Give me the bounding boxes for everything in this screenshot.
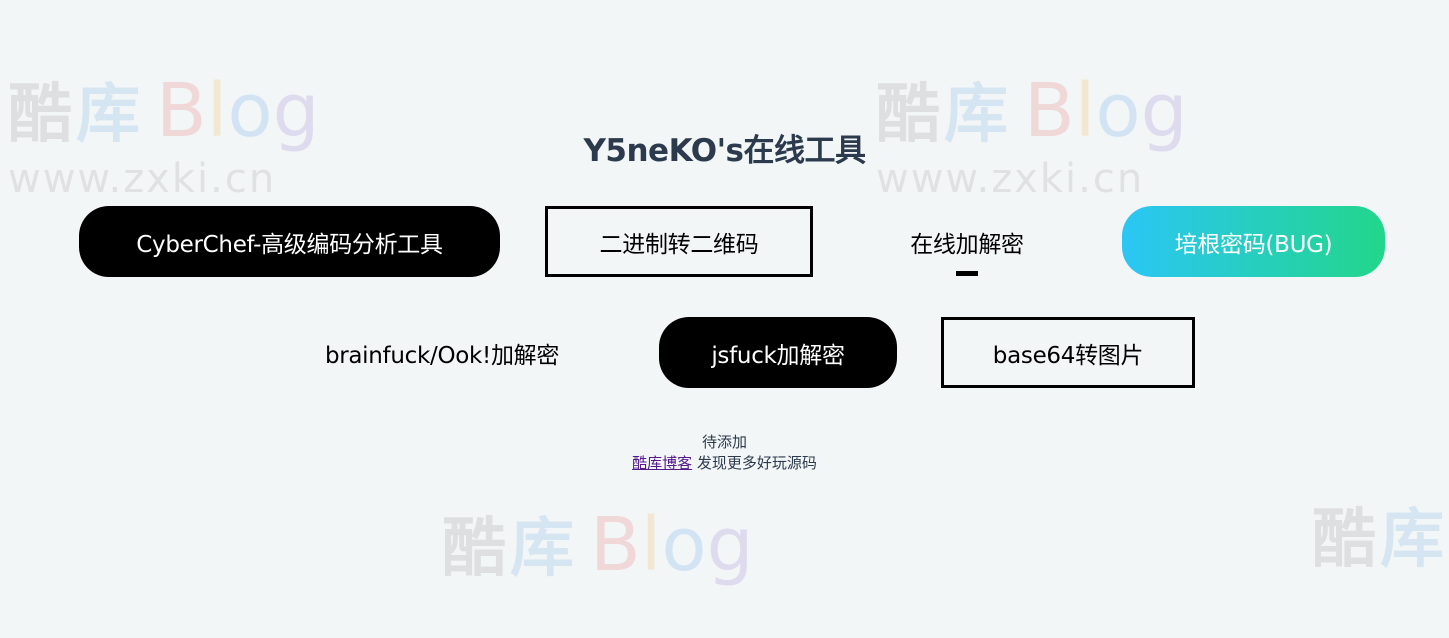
watermark-blog-o: o xyxy=(661,502,707,588)
watermark: 酷库 xyxy=(1312,508,1449,638)
footer-suffix: 发现更多好玩源码 xyxy=(692,454,817,472)
watermark: 酷库 Blog xyxy=(442,508,754,638)
watermark-cn-2: 库 xyxy=(510,512,578,586)
pending-note: 待添加 xyxy=(701,433,747,451)
online-crypto-button[interactable]: 在线加解密 xyxy=(910,231,1024,258)
blog-link[interactable]: 酷库博客 xyxy=(632,454,693,472)
watermark-blog-l: l xyxy=(640,502,662,588)
watermark-blog-g: g xyxy=(706,502,754,588)
footer-line: 酷库博客 发现更多好玩源码 xyxy=(0,452,1449,473)
watermark-cn-1: 酷 xyxy=(1312,503,1380,577)
bacon-cipher-button[interactable]: 培根密码(BUG) xyxy=(1122,206,1385,277)
brainfuck-ook-button[interactable]: brainfuck/Ook!加解密 xyxy=(324,343,560,369)
binary-to-qrcode-button[interactable]: 二进制转二维码 xyxy=(545,206,813,277)
page-title: Y5neKO's在线工具 xyxy=(583,133,866,169)
watermark-cn-2: 库 xyxy=(1380,503,1448,577)
base64-to-image-button[interactable]: base64转图片 xyxy=(941,317,1195,388)
jsfuck-button[interactable]: jsfuck加解密 xyxy=(659,317,897,388)
watermark-cn-1: 酷 xyxy=(442,512,510,586)
watermark-blog-b: B xyxy=(590,502,641,588)
online-crypto-underline xyxy=(956,271,978,276)
cyberchef-button[interactable]: CyberChef-高级编码分析工具 xyxy=(79,206,500,277)
